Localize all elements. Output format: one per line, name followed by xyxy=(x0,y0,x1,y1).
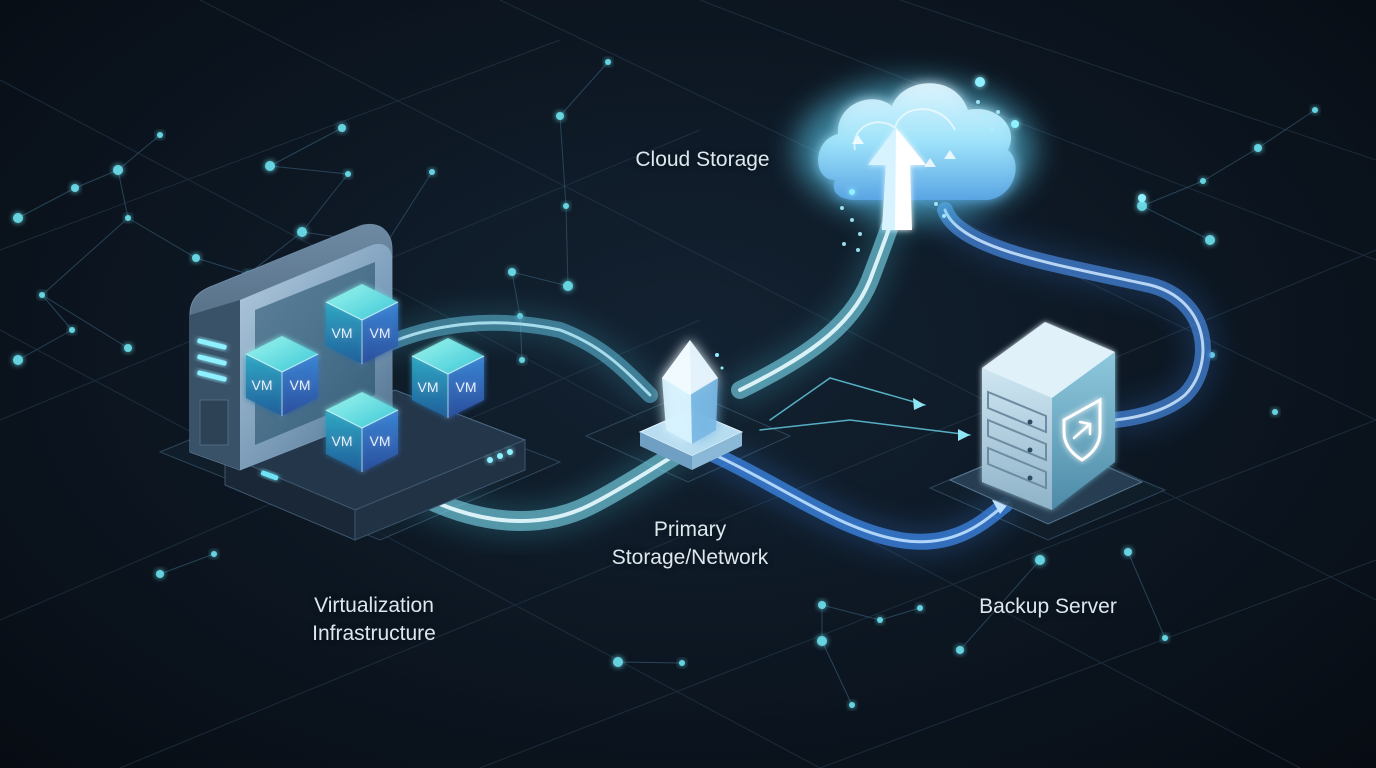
network-dot xyxy=(679,660,685,666)
network-dot xyxy=(192,254,200,262)
network-dot xyxy=(563,281,573,291)
cloud-storage-node xyxy=(795,80,1035,252)
virtualization-label-line-2: Infrastructure xyxy=(312,622,436,645)
network-dot xyxy=(338,124,346,132)
network-dot xyxy=(429,169,435,175)
primary-storage-label-line-1: Primary xyxy=(653,518,727,541)
network-dot xyxy=(13,213,23,223)
network-dot xyxy=(1035,555,1045,565)
primary-storage-label: Primary Storage/Network xyxy=(585,516,795,572)
network-dot xyxy=(345,171,351,177)
network-dot xyxy=(818,601,826,609)
cloud-storage-label: Cloud Storage xyxy=(600,146,805,174)
network-dot xyxy=(1137,201,1147,211)
accent-dots xyxy=(849,77,1146,202)
vm-label: VM xyxy=(456,379,477,395)
network-dot xyxy=(156,570,164,578)
vm-label: VM xyxy=(290,377,311,393)
vm-cube: VM VM xyxy=(245,336,319,416)
network-dot xyxy=(519,357,525,363)
network-dot xyxy=(849,702,855,708)
vm-label: VM xyxy=(370,433,391,449)
vm-label: VM xyxy=(332,433,353,449)
virtualization-label-line-1: Virtualization xyxy=(314,594,434,617)
network-dot xyxy=(125,215,131,221)
network-node-dots xyxy=(13,59,1318,708)
network-dot xyxy=(265,161,275,171)
network-dot xyxy=(877,617,883,623)
network-dot xyxy=(1254,144,1262,152)
network-dot xyxy=(211,551,217,557)
virtualization-infrastructure-label: Virtualization Infrastructure xyxy=(262,592,486,648)
network-dot xyxy=(113,165,123,175)
network-dot xyxy=(157,132,163,138)
network-dot xyxy=(605,59,611,65)
network-dot xyxy=(297,227,307,237)
network-dot xyxy=(1200,178,1206,184)
vm-label: VM xyxy=(418,379,439,395)
network-dot xyxy=(13,355,23,365)
network-dot xyxy=(1162,635,1168,641)
network-dot xyxy=(556,112,564,120)
shield-arrow-icon xyxy=(1062,397,1102,462)
network-dot xyxy=(71,184,79,192)
vm-label: VM xyxy=(252,377,273,393)
vm-label: VM xyxy=(332,325,353,341)
vm-cube: VM VM xyxy=(325,392,399,472)
backup-server-label-text: Backup Server xyxy=(979,595,1117,618)
cloud-upload-icon xyxy=(868,128,926,230)
primary-storage-node xyxy=(638,340,744,470)
vm-cube: VM VM xyxy=(325,284,399,364)
cloud-storage-label-text: Cloud Storage xyxy=(635,148,770,171)
primary-storage-label-line-2: Storage/Network xyxy=(611,546,769,569)
vm-label: VM xyxy=(370,325,391,341)
network-dot xyxy=(69,327,75,333)
network-dot xyxy=(563,203,569,209)
data-flow-paths xyxy=(372,161,1216,555)
network-dot xyxy=(124,344,132,352)
network-dot xyxy=(1124,548,1132,556)
network-dot xyxy=(613,657,623,667)
network-dot xyxy=(508,268,516,276)
vm-cubes: VM VM VM VM VM VM VM VM xyxy=(245,284,485,472)
backup-server-node xyxy=(948,322,1144,525)
network-dot xyxy=(817,636,827,646)
vm-cube: VM VM xyxy=(411,338,485,418)
network-dot xyxy=(956,646,964,654)
network-dot xyxy=(917,605,923,611)
backup-server-label: Backup Server xyxy=(948,593,1148,621)
network-dot xyxy=(1272,409,1278,415)
network-dot xyxy=(1312,107,1318,113)
network-dot xyxy=(1205,235,1215,245)
network-dot xyxy=(39,292,45,298)
